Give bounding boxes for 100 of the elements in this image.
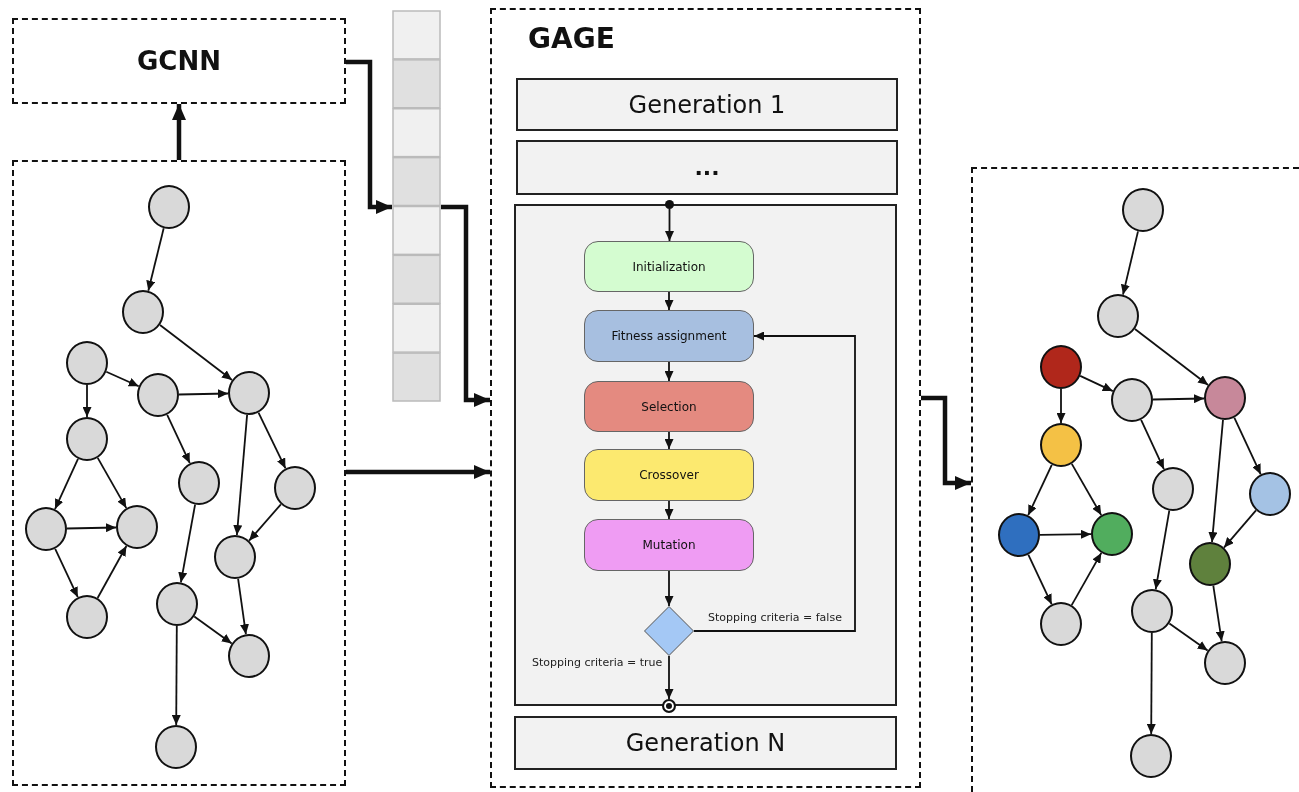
flowchart-panel — [514, 204, 897, 706]
generation-box — [516, 78, 898, 131]
arrow — [178, 503, 196, 584]
edge-label: Stopping criteria = true — [531, 656, 664, 669]
arrow — [921, 395, 971, 490]
graph-node — [1097, 294, 1139, 338]
arrow — [257, 411, 287, 470]
edge-label: Stopping criteria = false — [707, 611, 843, 624]
arrow — [441, 204, 490, 407]
arrow — [346, 59, 392, 214]
arrow — [233, 414, 248, 536]
arrow — [664, 570, 674, 607]
process-box — [584, 241, 754, 292]
graph-node — [1122, 188, 1164, 232]
graph-node — [66, 341, 108, 385]
module-box — [12, 18, 346, 104]
arrow — [1146, 632, 1156, 735]
arrow — [1120, 230, 1139, 296]
decision-diamond — [644, 606, 694, 656]
graph-node — [1204, 376, 1246, 420]
arrow — [248, 503, 282, 542]
arrow — [664, 361, 674, 382]
graph-node — [1131, 589, 1173, 633]
graph-node — [1204, 641, 1246, 685]
arrow — [166, 413, 191, 465]
graph-node — [1152, 467, 1194, 511]
arrow — [664, 431, 674, 450]
arrow — [1039, 529, 1092, 539]
arrow — [172, 104, 186, 160]
graph-node — [122, 290, 164, 334]
graph-node — [1091, 512, 1133, 556]
arrow — [146, 227, 165, 292]
arrow — [96, 457, 128, 509]
process-box — [584, 519, 754, 571]
generation-box — [516, 140, 898, 195]
arrow — [1152, 394, 1205, 404]
start-dot — [665, 200, 674, 209]
arrow — [96, 545, 128, 599]
box-label: Generation N — [625, 729, 786, 757]
graph-panel — [12, 160, 346, 786]
arrow — [54, 458, 79, 510]
process-box — [584, 310, 754, 362]
box-title: GAGE — [528, 22, 615, 55]
graph-node — [214, 535, 256, 579]
graph-node — [228, 634, 270, 678]
process-box — [584, 381, 754, 432]
graph-node — [25, 507, 67, 551]
arrow — [159, 324, 233, 381]
arrow — [664, 655, 674, 700]
arrow — [1070, 463, 1103, 516]
feature-vector — [392, 10, 441, 401]
graph-node — [998, 513, 1040, 557]
graph-node — [1040, 423, 1082, 467]
box-label: Generation 1 — [628, 90, 786, 119]
arrow — [664, 291, 674, 311]
box-label: Crossover — [639, 468, 699, 482]
box-label: Selection — [641, 399, 697, 414]
graph-node — [1249, 472, 1291, 516]
arrow — [693, 331, 856, 632]
arrow — [1208, 419, 1224, 543]
arrow — [1140, 418, 1165, 471]
arrow — [1027, 463, 1053, 517]
arrow — [1168, 622, 1209, 652]
arrow — [237, 577, 249, 636]
graph-node — [1189, 542, 1231, 586]
process-box — [584, 449, 754, 501]
arrow — [1152, 509, 1171, 591]
graph-node — [148, 185, 190, 229]
box-label: Mutation — [642, 538, 696, 552]
graph-node — [1040, 345, 1082, 389]
graph-node — [137, 373, 179, 417]
graph-node — [116, 505, 158, 549]
graph-node — [155, 725, 197, 769]
arrow — [193, 615, 233, 645]
arrow — [665, 208, 674, 242]
arrow — [54, 547, 79, 599]
graph-node — [1040, 602, 1082, 646]
arrow — [82, 384, 92, 418]
arrow — [1233, 416, 1262, 476]
graph-node — [274, 466, 316, 510]
arrow — [1056, 388, 1066, 424]
graph-panel — [971, 167, 1299, 792]
end-marker — [662, 699, 676, 713]
graph-node — [228, 371, 270, 415]
arrow — [1070, 552, 1103, 606]
arrow — [1212, 584, 1225, 643]
arrow — [178, 389, 229, 399]
arrow — [1079, 375, 1114, 392]
arrow — [66, 523, 117, 533]
arrow — [664, 500, 674, 520]
graph-node — [156, 582, 198, 626]
box-label: ... — [694, 155, 720, 180]
arrow — [171, 625, 181, 726]
box-label: Fitness assignment — [611, 329, 727, 343]
graph-node — [66, 595, 108, 639]
module-panel — [490, 8, 921, 788]
graph-node — [1130, 734, 1172, 778]
arrow — [1223, 509, 1257, 549]
graph-node — [1111, 378, 1153, 422]
arrow — [1134, 328, 1209, 386]
